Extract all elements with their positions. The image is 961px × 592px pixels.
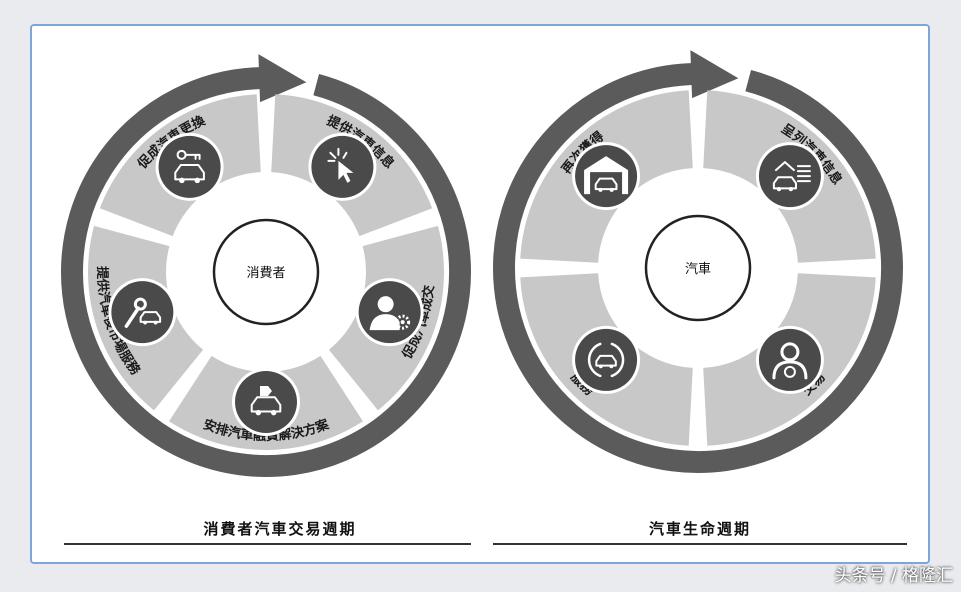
cursor-click-icon xyxy=(308,132,377,201)
car-tag-icon xyxy=(232,368,300,436)
left-caption-underline xyxy=(64,543,471,545)
driver-icon xyxy=(755,325,824,394)
car-info-icon xyxy=(755,142,824,211)
cycle-arrowhead xyxy=(258,54,307,103)
cycle-center-circle xyxy=(212,218,320,326)
car-key-icon xyxy=(155,132,224,201)
right-caption-underline xyxy=(493,543,907,545)
garage-icon xyxy=(572,142,641,211)
left-caption: 消費者汽車交易週期 xyxy=(203,520,357,538)
person-gear-icon xyxy=(355,278,424,347)
cycle-arrowhead xyxy=(690,50,739,99)
cycle-center-label: 消費者 xyxy=(246,266,285,281)
watermark: 头条号 / 格隆汇 xyxy=(834,566,953,586)
cycle-ring-arrow xyxy=(493,63,903,473)
cycle-center-label: 汽車 xyxy=(685,262,711,277)
cycle-center-circle xyxy=(644,214,752,322)
car-refresh-icon xyxy=(572,325,641,394)
cycle-ring-arrow xyxy=(61,67,471,477)
right-caption: 汽車生命週期 xyxy=(648,520,751,538)
wrench-car-icon xyxy=(108,278,177,347)
